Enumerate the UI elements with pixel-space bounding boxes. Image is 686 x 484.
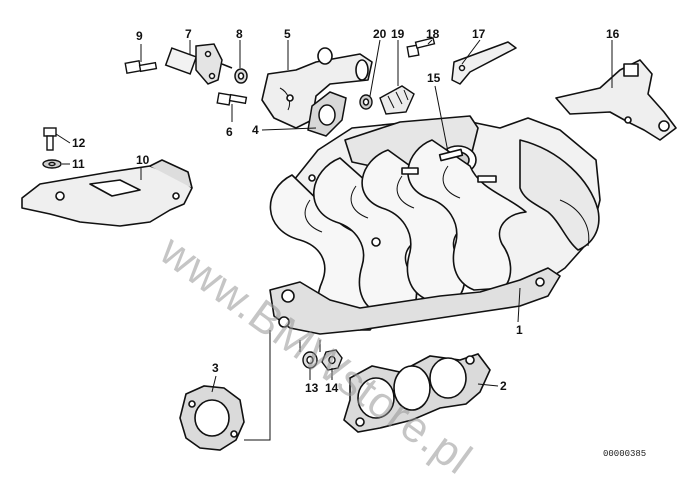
intake-manifold-drawing xyxy=(269,115,601,335)
ring-20-drawing xyxy=(359,94,373,110)
hose-19-drawing xyxy=(379,85,415,115)
part-label-9[interactable]: 9 xyxy=(136,29,143,43)
part-label-12[interactable]: 12 xyxy=(72,136,86,150)
throttle-gasket-drawing xyxy=(179,385,245,451)
housing-5-drawing xyxy=(261,47,373,129)
screw-6-drawing xyxy=(216,92,248,106)
bolt-18-drawing xyxy=(406,37,436,58)
part-label-13[interactable]: 13 xyxy=(305,381,319,395)
gasket-4-drawing xyxy=(307,91,347,137)
nut-14-drawing xyxy=(321,349,343,371)
part-label-4[interactable]: 4 xyxy=(252,123,259,137)
idle-valve-7-drawing xyxy=(164,43,233,85)
part-label-6[interactable]: 6 xyxy=(226,125,233,139)
part-label-16[interactable]: 16 xyxy=(606,27,620,41)
screw-9-drawing xyxy=(124,60,158,74)
part-label-5[interactable]: 5 xyxy=(284,27,291,41)
part-label-7[interactable]: 7 xyxy=(185,27,192,41)
part-label-11[interactable]: 11 xyxy=(72,157,85,171)
bracket-17-drawing xyxy=(451,41,517,85)
part-label-19[interactable]: 19 xyxy=(391,27,405,41)
part-label-18[interactable]: 18 xyxy=(426,27,440,41)
bracket-10-drawing xyxy=(21,159,193,227)
part-labels: 9 7 8 5 20 19 18 17 16 6 4 15 10 12 11 1… xyxy=(72,27,620,395)
part-label-10[interactable]: 10 xyxy=(136,153,150,167)
part-label-15[interactable]: 15 xyxy=(427,71,441,85)
bracket-16-drawing xyxy=(555,59,677,141)
ring-8-drawing xyxy=(234,68,248,84)
manifold-gasket-drawing xyxy=(343,353,491,433)
washer-11-drawing xyxy=(42,159,62,169)
part-label-1[interactable]: 1 xyxy=(516,323,523,337)
part-label-14[interactable]: 14 xyxy=(325,381,339,395)
part-label-20[interactable]: 20 xyxy=(373,27,387,41)
part-label-2[interactable]: 2 xyxy=(500,379,507,393)
part-label-17[interactable]: 17 xyxy=(472,27,486,41)
bolt-12-drawing xyxy=(43,127,57,151)
part-label-8[interactable]: 8 xyxy=(236,27,243,41)
document-number: 00000385 xyxy=(603,449,647,459)
nut-13-drawing xyxy=(302,351,318,369)
part-label-3[interactable]: 3 xyxy=(212,361,219,375)
leader-lines xyxy=(55,39,613,441)
